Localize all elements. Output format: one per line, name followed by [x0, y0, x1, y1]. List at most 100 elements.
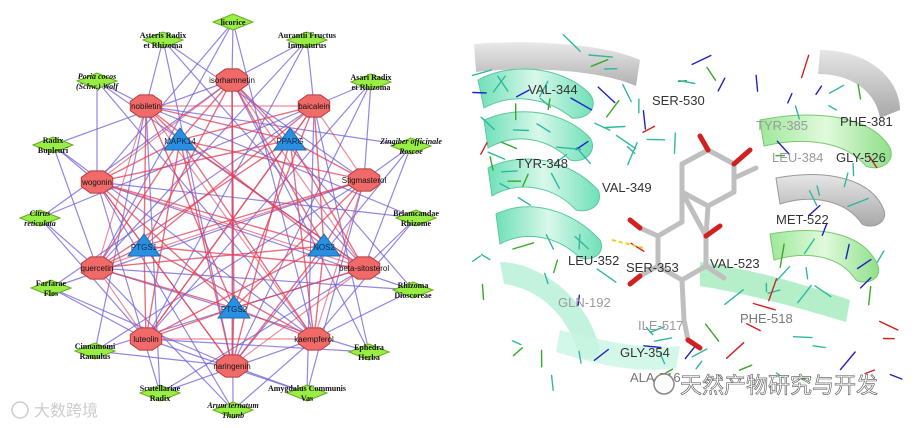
compound-node: beta-sitosterol: [339, 256, 389, 280]
target-node: PTGS2: [217, 295, 251, 319]
residue-stick: [649, 326, 665, 333]
residue-stick: [538, 80, 549, 98]
residue-stick: [673, 132, 676, 155]
residue-stick: [622, 83, 632, 103]
residue-stick: [512, 129, 530, 132]
herb-compound-edge: [363, 81, 372, 181]
herb-compound-edge: [232, 338, 315, 411]
compound-target-edge: [231, 79, 325, 247]
herb-compound-edge: [96, 181, 234, 411]
hbond-line: [611, 239, 645, 249]
compound-target-edge: [143, 79, 233, 247]
compound-octagon: [80, 256, 114, 280]
residue-stick: [852, 162, 855, 177]
compound-target-edge: [96, 139, 291, 269]
compound-target-edge: [143, 245, 147, 340]
compound-octagon: [215, 68, 249, 92]
residue-stick: [839, 351, 856, 371]
residue-stick: [704, 323, 720, 342]
residue-stick: [792, 336, 813, 339]
compound-node: kaempferol: [294, 327, 334, 351]
herb-diamond: [141, 31, 185, 49]
residue-stick: [812, 345, 826, 349]
target-label: NOS2: [313, 243, 335, 252]
residue-stick: [725, 342, 745, 359]
residue-stick: [597, 86, 616, 104]
herb-diamond: [347, 343, 391, 361]
herb-label: licorice: [221, 18, 246, 27]
herb-diamond: [211, 401, 255, 419]
residue-label: TYR-348: [516, 156, 568, 171]
herb-compound-edge: [162, 39, 365, 181]
residue-stick: [805, 266, 809, 280]
target-node: PPARG: [273, 127, 307, 151]
residue-stick: [501, 141, 518, 150]
residue-stick: [803, 238, 815, 255]
residue-stick: [554, 153, 568, 165]
target-triangle: [217, 295, 251, 319]
residue-label: LEU-352: [568, 253, 619, 268]
compound-node: Stigmasterol: [342, 168, 386, 192]
herb-diamond: [138, 384, 182, 402]
compound-target-edge: [143, 245, 315, 340]
residue-stick: [653, 337, 673, 342]
ribbon-helix-right-2: [775, 174, 886, 227]
herb-diamond: [73, 342, 117, 360]
residue-stick: [706, 66, 717, 81]
residue-stick: [797, 284, 812, 304]
herb-compound-edge: [231, 79, 414, 291]
residue-stick: [517, 196, 531, 206]
compound-compound-edge: [96, 181, 233, 367]
residue-stick: [626, 145, 636, 155]
residue-stick: [480, 141, 488, 155]
compound-target-edge: [179, 139, 233, 367]
herb-compound-edge: [96, 80, 315, 340]
residue-stick: [594, 122, 611, 131]
residue-stick: [550, 374, 554, 391]
residue-stick: [787, 92, 793, 104]
residue-stick: [724, 289, 744, 306]
residue-label: SER-353: [626, 260, 679, 275]
residue-stick: [596, 268, 617, 283]
compound-octagon: [129, 327, 163, 351]
compound-target-edge: [179, 139, 365, 181]
herb-diamond: [285, 31, 329, 49]
herb-diamond: [31, 136, 75, 154]
target-triangle: [163, 127, 197, 151]
residue-stick: [843, 172, 849, 188]
compound-target-edge: [143, 105, 315, 247]
residue-stick: [738, 364, 753, 371]
compound-compound-edge: [313, 179, 365, 340]
residue-stick: [550, 172, 561, 190]
herb-compound-edge: [145, 39, 308, 340]
compound-compound-edge: [231, 79, 365, 269]
herb-compound-edge: [306, 179, 365, 394]
residue-stick: [480, 116, 495, 131]
residue-stick: [768, 278, 778, 302]
compound-compound-edge: [96, 105, 147, 269]
residue-stick: [643, 345, 662, 349]
compound-target-edge: [143, 245, 365, 269]
residue-stick: [845, 243, 850, 260]
compound-compound-edge: [96, 267, 147, 340]
compound-octagon: [80, 170, 114, 194]
compound-target-edge: [289, 139, 365, 269]
herb-compound-edge: [94, 350, 233, 367]
residue-stick: [889, 373, 903, 380]
herb-compound-edge: [39, 105, 315, 219]
compound-label: quercetin: [81, 264, 114, 273]
compound-target-edge: [143, 105, 147, 247]
herb-compound-edge: [145, 105, 412, 147]
herb-diamond: [211, 13, 255, 31]
compound-target-edge: [313, 245, 325, 340]
residue-label: GLY-526: [836, 150, 886, 165]
residue-stick: [547, 98, 551, 111]
residue-stick: [779, 243, 785, 268]
